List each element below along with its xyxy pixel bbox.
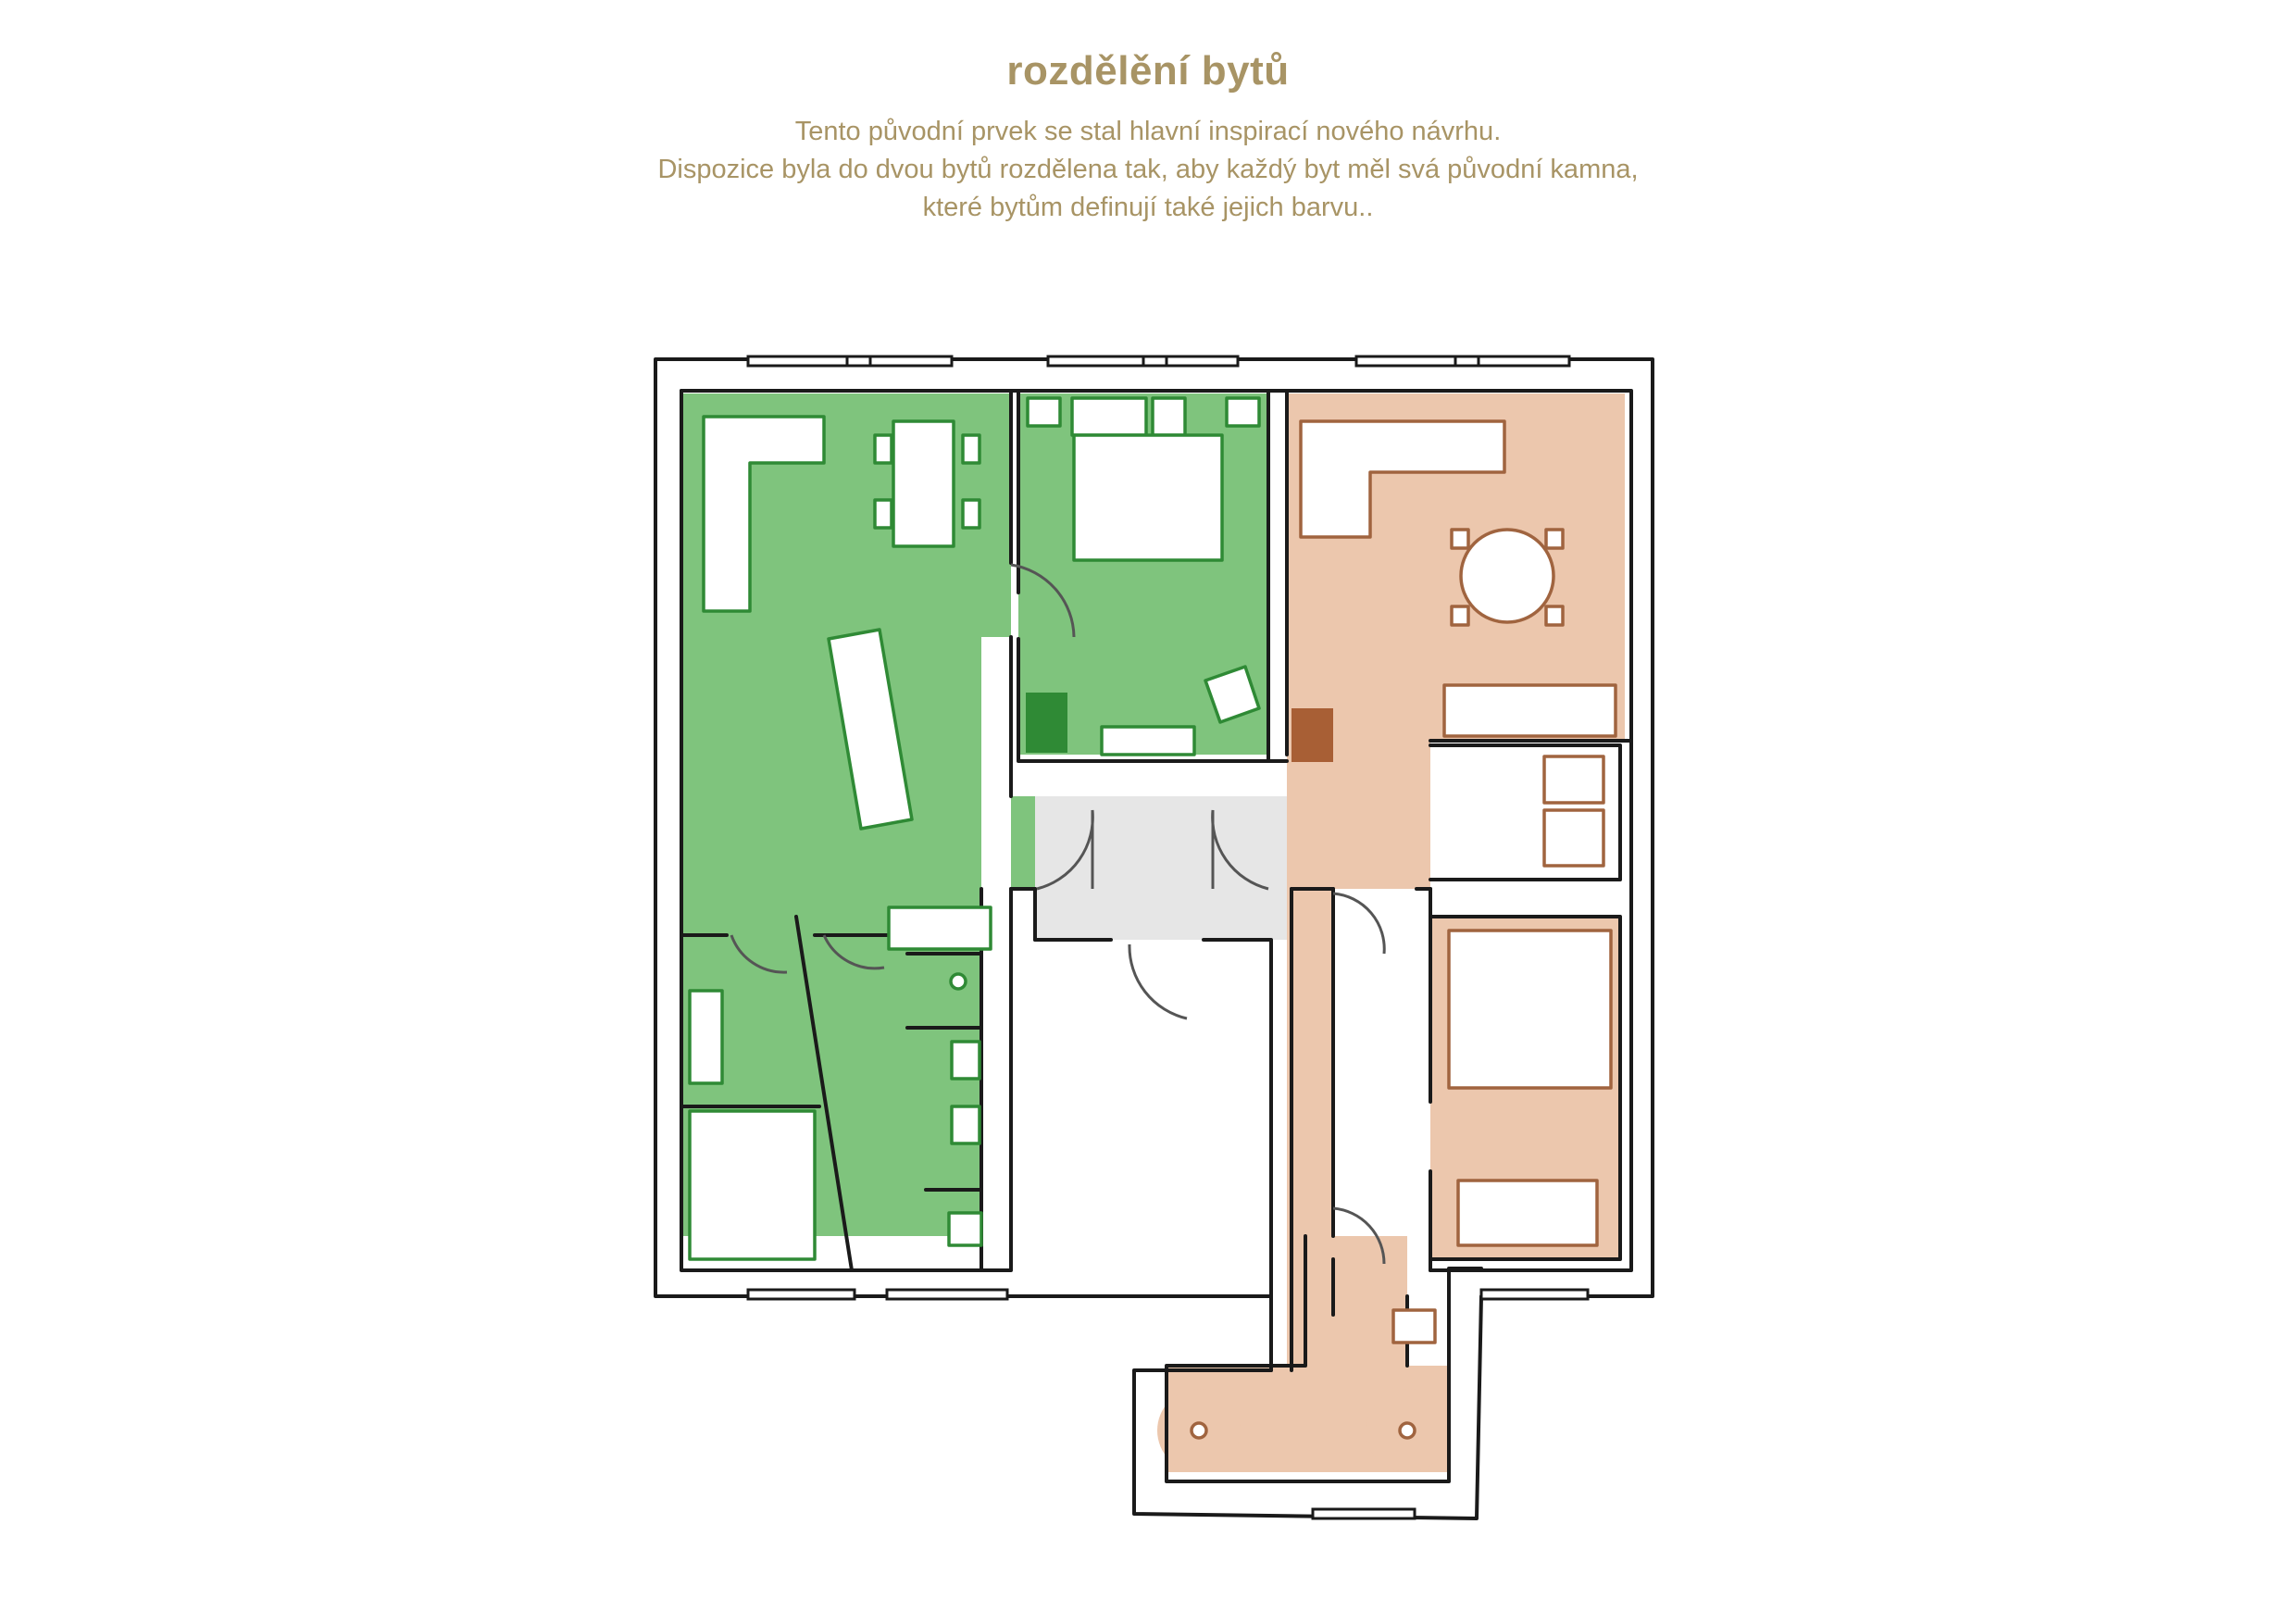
salmon-stove	[1292, 708, 1333, 762]
doors	[730, 563, 1386, 1265]
subtitle-line-3: které bytům definují také jejich barvu..	[922, 193, 1374, 222]
page-subtitle: Tento původní prvek se stal hlavní inspi…	[0, 113, 2296, 227]
page-title: rozdělění bytů	[1006, 48, 1290, 94]
subtitle-line-2: Dispozice byla do dvou bytů rozdělena ta…	[657, 155, 1639, 184]
salmon-furniture	[1190, 419, 1617, 1440]
shared-hall-area	[1035, 796, 1292, 940]
green-furniture	[688, 396, 1261, 1261]
windows	[746, 355, 1590, 1520]
green-stove	[1026, 693, 1067, 753]
subtitle-line-1: Tento původní prvek se stal hlavní inspi…	[794, 117, 1502, 146]
